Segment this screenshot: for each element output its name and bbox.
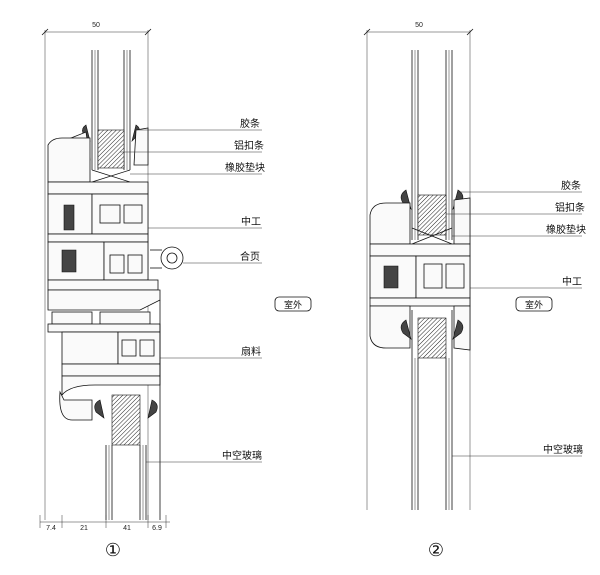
diagram-number-2: ② <box>428 540 444 561</box>
label-rubber-block-2: 橡胶垫块 <box>546 223 586 236</box>
exterior-tag-box-1 <box>274 296 312 312</box>
label-insulating-glass-2: 中空玻璃 <box>543 443 583 456</box>
mullion-profile-2 <box>369 197 471 351</box>
sash-profile-1 <box>47 323 161 421</box>
top-dimension-2-text: 50 <box>415 22 423 29</box>
label-bead-1: 铝扣条 <box>234 139 264 152</box>
exterior-tag-2: 室外 <box>525 299 543 311</box>
leaders-1 <box>120 129 262 463</box>
glass-bottom-1 <box>94 300 161 520</box>
top-dimension-2: 50 <box>363 22 474 50</box>
label-rubber-block-1: 橡胶垫块 <box>225 161 265 174</box>
frame-profile-1 <box>47 137 161 325</box>
exterior-tag-box-2 <box>515 296 553 312</box>
glass-top-2 <box>400 50 464 245</box>
bottom-dim-1-a: 7.4 <box>46 525 56 532</box>
top-dimension-1-text: 50 <box>92 22 100 29</box>
label-gasket-1: 胶条 <box>240 117 260 130</box>
diagram-2: 50 <box>363 22 586 561</box>
label-mullion-1: 中工 <box>241 215 261 228</box>
diagram-1: 50 <box>39 22 312 561</box>
bottom-dim-1-c: 41 <box>123 525 131 532</box>
label-gasket-2: 胶条 <box>561 179 581 192</box>
bottom-dimension-1: 7.4 21 41 6.9 <box>39 515 170 532</box>
leaders-2 <box>446 191 582 457</box>
diagram-number-1: ① <box>105 540 121 561</box>
label-sash-1: 扇料 <box>241 345 261 358</box>
bottom-dim-1-b: 21 <box>80 525 88 532</box>
glass-bottom-2 <box>400 310 464 510</box>
label-mullion-2: 中工 <box>562 275 582 288</box>
label-bead-2: 铝扣条 <box>555 201 585 214</box>
bottom-dim-1-d: 6.9 <box>152 525 162 532</box>
label-hinge-1: 合页 <box>240 250 260 263</box>
label-insulating-glass-1: 中空玻璃 <box>222 449 262 462</box>
exterior-tag-1: 室外 <box>284 299 302 311</box>
hinge-1 <box>150 246 184 270</box>
top-dimension-1: 50 <box>41 22 152 50</box>
